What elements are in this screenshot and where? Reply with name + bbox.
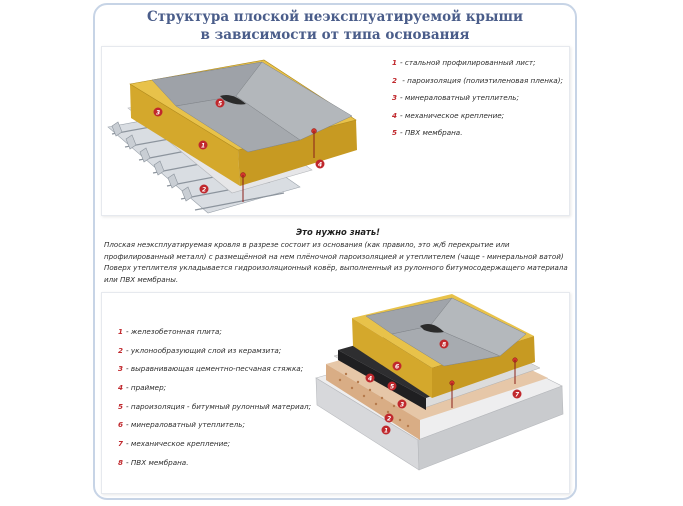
- diagram2-marker-6: 6: [392, 361, 402, 371]
- legend-item: 5- пароизоляция - битумный рулонный мате…: [118, 401, 312, 411]
- fastener-icons-2: [449, 357, 518, 408]
- svg-text:3: 3: [400, 402, 404, 409]
- svg-text:2: 2: [387, 416, 391, 423]
- diagram1-marker-3: 3: [153, 107, 163, 117]
- legend-item: 6- минераловатный утеплитель;: [118, 420, 245, 430]
- fastener-icons: [240, 128, 317, 202]
- diagram2-marker-2: 2: [384, 413, 394, 423]
- svg-text:5: 5: [218, 101, 222, 108]
- diagram2-legend: 1- железобетонная плита; 2- уклонообразу…: [118, 326, 311, 476]
- svg-text:4: 4: [368, 376, 372, 383]
- svg-text:3: 3: [156, 110, 160, 117]
- svg-text:1: 1: [384, 428, 388, 435]
- legend-item: 3- минераловатный утеплитель;: [392, 93, 519, 102]
- diagram1-marker-5: 5: [215, 98, 225, 108]
- pvc-membrane-layer: [151, 61, 353, 153]
- diagram1-marker-1: 1: [198, 140, 208, 150]
- legend-item: 3- выравнивающая цементно-песчаная стяжк…: [118, 364, 304, 374]
- diagram2-marker-7: 7: [512, 389, 522, 399]
- note-text: Плоская неэксплуатируемая кровля в разре…: [104, 240, 568, 284]
- diagram2-marker-4: 4: [365, 373, 375, 383]
- legend-item: 4- механическое крепление;: [392, 110, 505, 120]
- legend-item: 2- уклонообразующий слой из керамзита;: [118, 345, 282, 355]
- diagram2-marker-1: 1: [381, 425, 391, 435]
- diagram1-marker-4: 4: [315, 159, 325, 169]
- diagram1-marker-2: 2: [199, 184, 209, 194]
- svg-text:5: 5: [390, 384, 394, 391]
- svg-text:2: 2: [202, 187, 206, 194]
- svg-text:4: 4: [318, 162, 322, 169]
- legend-item: 4- праймер;: [118, 383, 167, 393]
- legend-item: 8- ПВХ мембрана.: [118, 457, 189, 467]
- legend-item: 7- механическое крепление;: [118, 439, 231, 449]
- svg-text:1: 1: [201, 143, 205, 150]
- legend-item: 1- стальной профилированный лист;: [392, 58, 536, 67]
- page-title: Структура плоской неэксплуатируемой крыш…: [100, 8, 570, 44]
- title-line-2: в зависимости от типа основания: [200, 27, 470, 43]
- legend-item: 1- железобетонная плита;: [118, 327, 222, 336]
- note-title: Это нужно знать!: [296, 227, 380, 237]
- diagram1-legend: 1- стальной профилированный лист; 2 - па…: [392, 57, 563, 145]
- legend-item: 5- ПВХ мембрана.: [392, 128, 463, 137]
- svg-text:8: 8: [442, 342, 446, 349]
- diagram2-marker-5: 5: [387, 381, 397, 391]
- title-line-1: Структура плоской неэксплуатируемой крыш…: [146, 9, 524, 25]
- diagram2-marker-3: 3: [397, 399, 407, 409]
- legend-item: 2 - пароизоляция (полиэтиленовая пленка)…: [392, 75, 563, 85]
- diagram2-marker-8: 8: [439, 339, 449, 349]
- svg-text:6: 6: [395, 364, 399, 371]
- svg-text:7: 7: [515, 392, 520, 399]
